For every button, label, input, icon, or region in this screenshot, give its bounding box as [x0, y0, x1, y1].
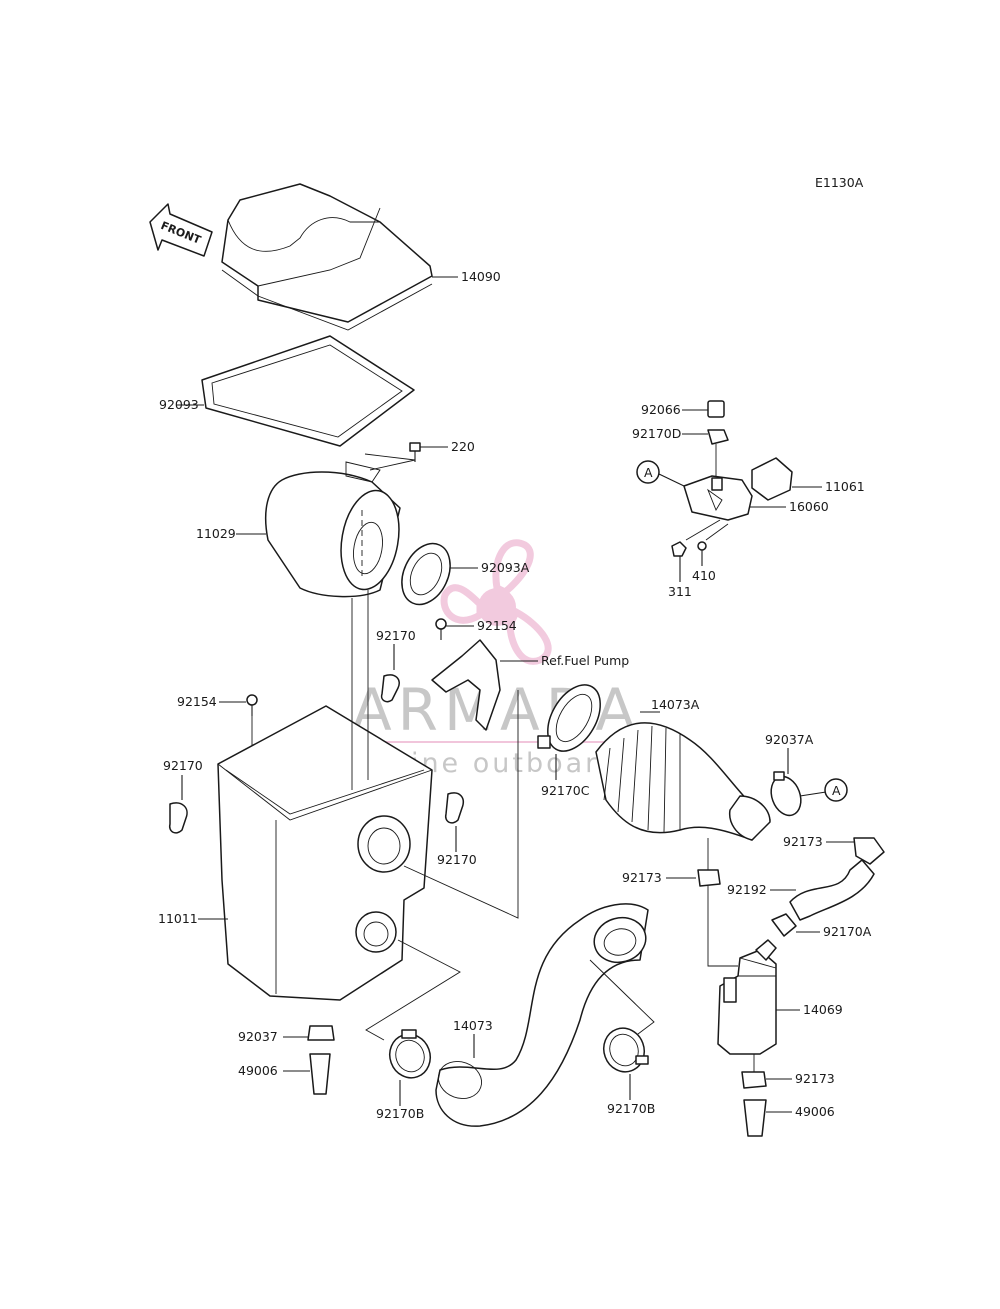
- label-92173-upper: 92173: [783, 834, 823, 849]
- reference-a-left: A: [644, 465, 653, 480]
- clip-part: [168, 802, 188, 834]
- label-92170A: 92170A: [823, 924, 872, 939]
- fuel-pump-body-part: [683, 475, 753, 521]
- label-92170-left: 92170: [163, 758, 203, 773]
- clamp-part: [771, 913, 797, 937]
- corrugated-hose-part: [547, 684, 771, 841]
- air-box-cover-part: [221, 183, 433, 331]
- label-11029: 11029: [196, 526, 236, 541]
- hose-part: [789, 859, 875, 921]
- propeller-icon: [440, 539, 552, 665]
- reference-a-right: A: [832, 783, 841, 798]
- label-92037: 92037: [238, 1029, 278, 1044]
- label-49006-left: 49006: [238, 1063, 278, 1078]
- ref-fuel-pump: Ref.Fuel Pump: [541, 653, 629, 668]
- air-box-part: [217, 705, 433, 1001]
- reference-marker-left: [636, 460, 660, 484]
- label-92170-right: 92170: [437, 852, 477, 867]
- drain-cap-part: [307, 1025, 335, 1041]
- label-92173-middle: 92173: [622, 870, 662, 885]
- label-14073: 14073: [453, 1018, 493, 1033]
- clamp-part: [853, 837, 885, 865]
- label-14069: 14069: [803, 1002, 843, 1017]
- label-92192: 92192: [727, 882, 767, 897]
- clip-part: [380, 674, 400, 703]
- label-14090: 14090: [461, 269, 501, 284]
- label-14073A: 14073A: [651, 697, 700, 712]
- label-92093: 92093: [159, 397, 199, 412]
- plug-part: [743, 1099, 767, 1137]
- bolt-icon: [246, 694, 258, 716]
- front-arrow-icon: FRONT: [149, 203, 213, 257]
- label-220: 220: [451, 439, 475, 454]
- label-311: 311: [668, 584, 692, 599]
- gasket-part: [201, 335, 415, 447]
- label-16060: 16060: [789, 499, 829, 514]
- seal-ring-part: [401, 542, 451, 606]
- reference-marker-right: [824, 778, 848, 802]
- label-92173-lower: 92173: [795, 1071, 835, 1086]
- nut-part: [671, 541, 687, 557]
- label-92093A: 92093A: [481, 560, 530, 575]
- hose-clamp-part: [389, 1029, 431, 1079]
- label-92037A: 92037A: [765, 732, 814, 747]
- plug-part: [309, 1053, 331, 1095]
- label-92170C: 92170C: [541, 783, 590, 798]
- label-92154-upper: 92154: [477, 618, 517, 633]
- gasket-plate-part: [751, 457, 793, 501]
- clamp-part: [741, 1071, 767, 1089]
- diagram-code: E1130A: [815, 175, 864, 190]
- label-92170D: 92170D: [632, 426, 681, 441]
- label-92170-top: 92170: [376, 628, 416, 643]
- cap-part: [707, 400, 725, 418]
- clip-part: [444, 792, 464, 824]
- label-92170B-right: 92170B: [607, 1101, 655, 1116]
- clamp-part: [770, 771, 802, 817]
- clamp-part: [697, 869, 721, 887]
- bracket-part: [431, 639, 501, 731]
- hose-clamp-part: [603, 1027, 649, 1073]
- air-filter-part: [264, 461, 401, 598]
- label-92154-left: 92154: [177, 694, 217, 709]
- duct-hose-part: [435, 903, 649, 1127]
- label-410: 410: [692, 568, 716, 583]
- label-92170B-left: 92170B: [376, 1106, 424, 1121]
- bolt-icon: [435, 618, 447, 640]
- label-11011: 11011: [158, 911, 198, 926]
- washer-part: [697, 541, 707, 551]
- label-92066: 92066: [641, 402, 681, 417]
- label-11061: 11061: [825, 479, 865, 494]
- label-49006-right: 49006: [795, 1104, 835, 1119]
- clamp-part: [707, 429, 729, 445]
- clamp-screw-part: [537, 735, 551, 749]
- separator-part: [717, 939, 777, 1055]
